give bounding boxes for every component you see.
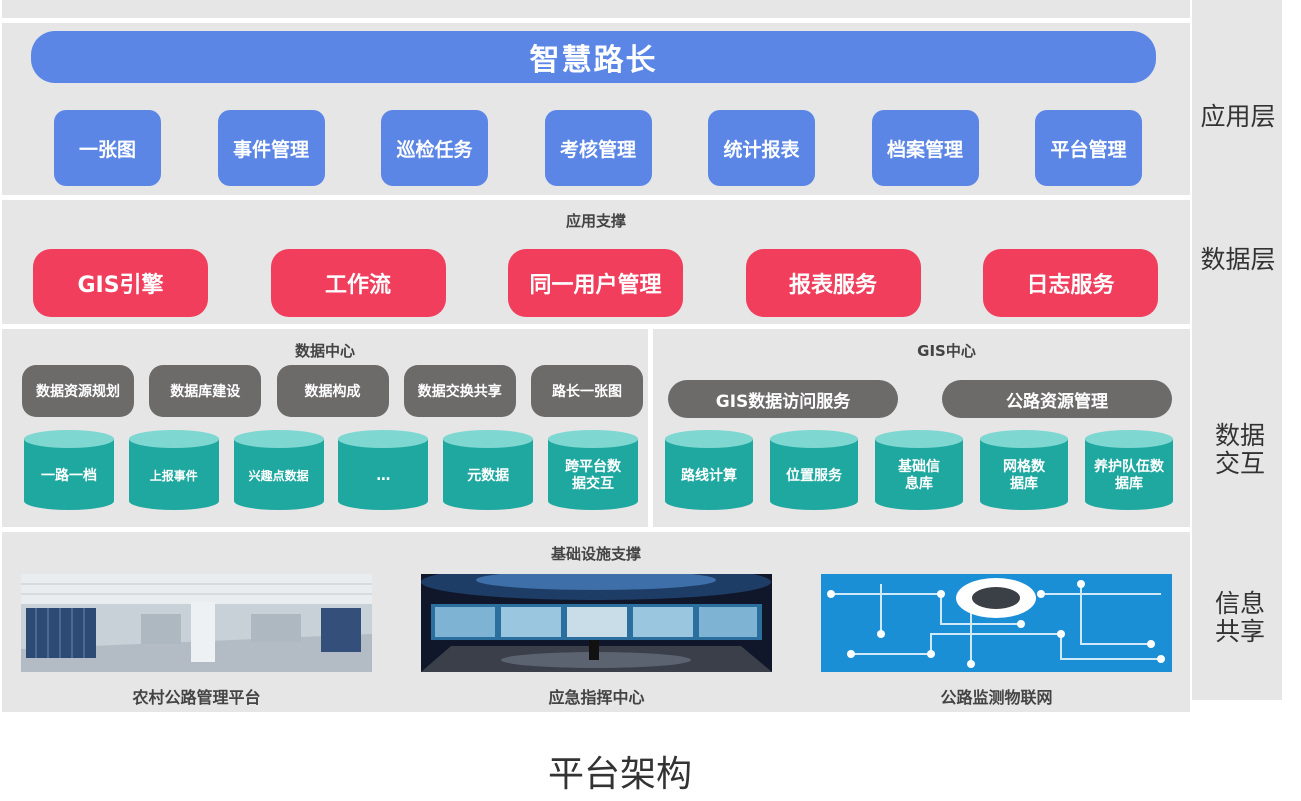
data-center-item[interactable]: 数据构成: [276, 365, 389, 417]
gis-center-item[interactable]: GIS数据访问服务: [668, 380, 898, 418]
data-center-item[interactable]: 数据库建设: [149, 365, 262, 417]
gis-center-item[interactable]: 公路资源管理: [942, 380, 1172, 418]
service-button[interactable]: 工作流: [270, 249, 446, 317]
infrastructure-caption: 公路监测物联网: [940, 688, 1053, 707]
module-button[interactable]: 统计报表: [708, 110, 815, 186]
database-label: 兴趣点数据: [248, 468, 309, 483]
side-label-info-sharing: 信息共享: [1214, 589, 1265, 646]
database-cylinder[interactable]: 兴趣点数据: [233, 430, 324, 510]
module-row: 一张图 事件管理 巡检任务 考核管理 统计报表 档案管理 平台管理: [54, 110, 1142, 186]
side-label-data-interaction: 数据交互: [1214, 421, 1265, 478]
infrastructure-caption: 应急指挥中心: [548, 688, 645, 707]
database-label: 路线计算: [681, 467, 737, 484]
data-center-item[interactable]: 路长一张图: [531, 365, 643, 417]
database-cylinder[interactable]: 养护队伍数据库: [1085, 430, 1173, 510]
database-label: 一路一档: [41, 467, 97, 484]
side-panel: [1192, 0, 1282, 700]
database-label: …: [376, 467, 391, 484]
database-label: 位置服务: [786, 467, 842, 484]
database-cylinder[interactable]: 一路一档: [24, 430, 114, 510]
infrastructure-caption: 农村公路管理平台: [132, 688, 261, 707]
database-cylinder[interactable]: 元数据: [443, 430, 534, 510]
service-button[interactable]: 日志服务: [983, 249, 1158, 317]
top-strip: [2, 0, 1190, 18]
database-label: 元数据: [467, 467, 510, 484]
database-label: 基础信息库: [898, 459, 940, 492]
data-center-databases: 一路一档 上报事件 兴趣点数据 … 元数据 跨平台数据交互: [24, 430, 638, 510]
iot-network-image: [821, 574, 1172, 672]
server-room-image: [21, 574, 372, 672]
data-center-items: 数据资源规划 数据库建设 数据构成 数据交换共享 路长一张图: [22, 365, 643, 417]
command-center-image: [421, 574, 772, 672]
service-row: GIS引擎 工作流 同一用户管理 报表服务 日志服务: [33, 249, 1158, 317]
database-label: 跨平台数据交互: [564, 459, 621, 492]
database-cylinder[interactable]: 网格数据库: [980, 430, 1068, 510]
database-cylinder[interactable]: 基础信息库: [875, 430, 963, 510]
data-center-title: 数据中心: [294, 342, 355, 360]
gis-center-databases: 路线计算 位置服务 基础信息库 网格数据库 养护队伍数据库: [665, 430, 1173, 510]
database-cylinder[interactable]: 路线计算: [665, 430, 753, 510]
module-button[interactable]: 一张图: [54, 110, 161, 186]
side-label-data-layer: 数据层: [1200, 245, 1276, 274]
module-button[interactable]: 考核管理: [544, 110, 652, 186]
module-button[interactable]: 平台管理: [1035, 110, 1142, 186]
database-cylinder[interactable]: 位置服务: [770, 430, 858, 510]
module-button[interactable]: 事件管理: [217, 110, 325, 186]
infrastructure-title: 基础设施支撑: [550, 545, 641, 563]
database-label: 上报事件: [149, 468, 198, 483]
smart-road-chief-banner[interactable]: 智慧路长: [31, 31, 1156, 83]
database-cylinder[interactable]: 跨平台数据交互: [547, 430, 638, 510]
database-label: 养护队伍数据库: [1094, 459, 1164, 492]
side-label-application-layer: 应用层: [1200, 102, 1276, 131]
figure-caption: 平台架构: [547, 754, 692, 795]
module-button[interactable]: 档案管理: [871, 110, 979, 186]
database-cylinder[interactable]: …: [338, 430, 429, 510]
service-button[interactable]: 报表服务: [745, 249, 921, 317]
service-button[interactable]: GIS引擎: [33, 249, 208, 317]
database-cylinder[interactable]: 上报事件: [128, 430, 219, 510]
gis-center-title: GIS中心: [917, 342, 976, 360]
module-button[interactable]: 巡检任务: [381, 110, 488, 186]
data-center-item[interactable]: 数据资源规划: [22, 365, 134, 417]
database-label: 网格数据库: [1003, 459, 1045, 492]
data-center-item[interactable]: 数据交换共享: [403, 365, 516, 417]
support-layer-title: 应用支撑: [565, 212, 626, 230]
service-button[interactable]: 同一用户管理: [508, 249, 683, 317]
